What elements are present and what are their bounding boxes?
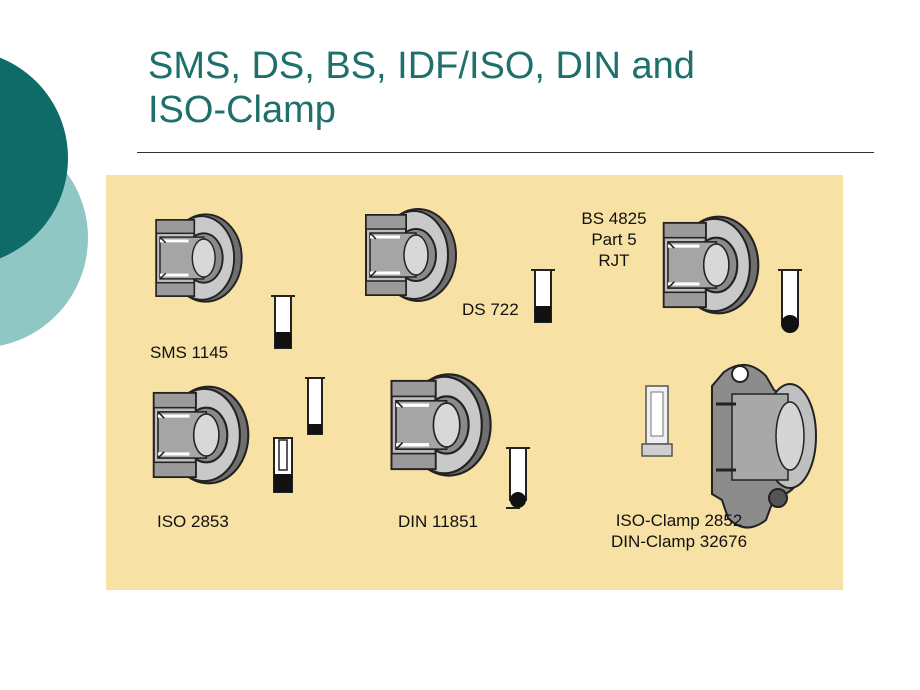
label-iso-2853: ISO 2853 (157, 512, 229, 531)
title-line-2: ISO-Clamp (148, 89, 336, 131)
label-ds-722: DS 722 (462, 300, 519, 319)
slide-title: SMS, DS, BS, IDF/ISO, DIN and ISO-Clamp (148, 44, 868, 132)
ds-seal-icon (530, 269, 556, 323)
din-seal-icon (505, 447, 531, 509)
decor-circle-dark (0, 57, 68, 259)
iso-fitting-icon (152, 385, 250, 485)
sms-seal-icon (270, 295, 296, 349)
din-fitting-icon (389, 372, 493, 478)
decorative-circles (0, 57, 88, 346)
label-clamp-line-2: DIN-Clamp 32676 (610, 532, 748, 551)
label-bs-line-1: BS 4825 (581, 209, 647, 228)
iso-seal-icon-bottom (273, 437, 293, 493)
title-divider (137, 152, 874, 153)
label-din-11851: DIN 11851 (398, 512, 479, 531)
label-sms-1145: SMS 1145 (150, 343, 229, 362)
sms-fitting-icon (154, 212, 244, 304)
label-clamp-line-1: ISO-Clamp 2852 (615, 511, 743, 530)
label-bs-line-2: Part 5 (591, 230, 637, 249)
label-bs-line-3: RJT (598, 251, 630, 270)
bs-fitting-icon (662, 215, 760, 315)
title-line-1: SMS, DS, BS, IDF/ISO, DIN and (148, 45, 695, 87)
bs-seal-icon (777, 269, 803, 333)
clamp-fitting-icon (711, 364, 817, 529)
ds-fitting-icon (364, 207, 458, 303)
clamp-seal-icon (641, 385, 673, 457)
label-bs-4825: BS 4825 Part 5 RJT (568, 208, 660, 271)
label-iso-clamp: ISO-Clamp 2852 DIN-Clamp 32676 (584, 510, 774, 552)
iso-seal-icon-top (305, 377, 325, 435)
